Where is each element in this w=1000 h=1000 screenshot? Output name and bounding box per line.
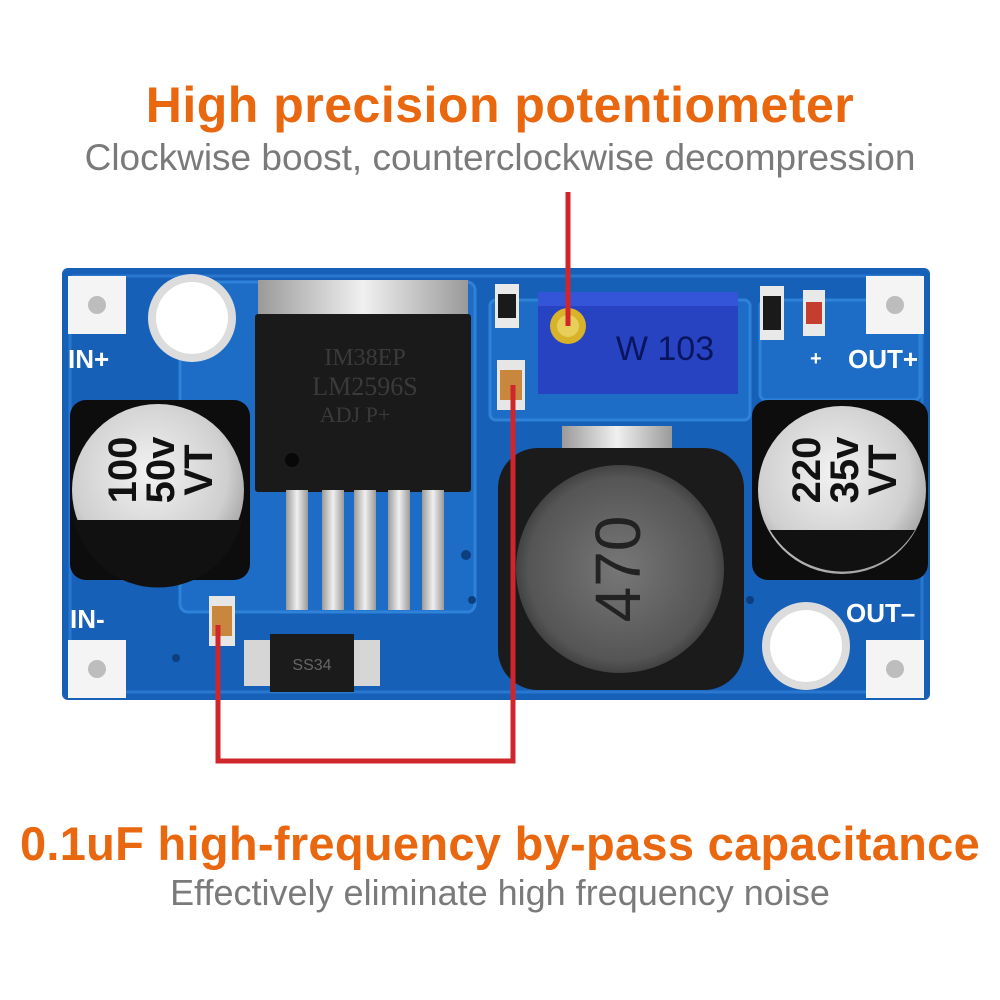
resistor-2r2 <box>760 286 784 340</box>
led-indicator <box>803 290 825 336</box>
trimmer-potentiometer: W 103 <box>538 292 738 394</box>
pad-in-plus <box>68 276 126 334</box>
trimmer-marking: W 103 <box>616 330 714 368</box>
pad-out-minus <box>866 640 924 698</box>
input-cap-value: 100 <box>101 437 145 504</box>
diode-marking: SS34 <box>292 657 331 674</box>
potentiometer-title: High precision potentiometer <box>145 77 855 133</box>
potentiometer-subtitle: Clockwise boost, counterclockwise decomp… <box>84 137 916 178</box>
chip-line-1: IM38EP <box>324 345 405 371</box>
label-in-plus: IN+ <box>68 344 109 374</box>
leader-line-capacitor <box>215 385 516 764</box>
label-in-minus: IN- <box>70 604 105 634</box>
label-out-minus: OUT– <box>846 598 915 628</box>
schottky-diode: SS34 <box>244 634 380 692</box>
output-cap-brand: VT <box>861 444 905 495</box>
input-cap-brand: VT <box>177 444 221 495</box>
inductor: 470 <box>498 426 744 690</box>
output-cap-voltage: 35v <box>823 436 867 503</box>
label-out-plus: OUT+ <box>848 344 918 374</box>
input-capacitor: 100 50v VT <box>70 400 250 588</box>
chip-line-3: ADJ P+ <box>320 402 390 427</box>
mounting-hole-bottom-right <box>762 602 850 690</box>
regulator-chip: IM38EP LM2596S ADJ P+ <box>255 280 471 610</box>
capacitor-subtitle: Effectively eliminate high frequency noi… <box>170 872 830 913</box>
resistor-top <box>495 284 519 328</box>
output-capacitor: 220 35v VT <box>752 400 928 580</box>
output-cap-value: 220 <box>785 437 829 504</box>
capacitor-title: 0.1uF high-frequency by-pass capacitance <box>19 817 981 870</box>
label-plus-sign: + <box>810 348 822 370</box>
chip-line-2: LM2596S <box>312 372 417 401</box>
pad-in-minus <box>68 640 126 698</box>
inductor-marking: 470 <box>582 516 654 623</box>
mounting-hole-top-left <box>148 274 236 362</box>
small-smd-component <box>209 596 235 646</box>
pad-out-plus <box>866 276 924 334</box>
input-cap-voltage: 50v <box>139 436 183 503</box>
